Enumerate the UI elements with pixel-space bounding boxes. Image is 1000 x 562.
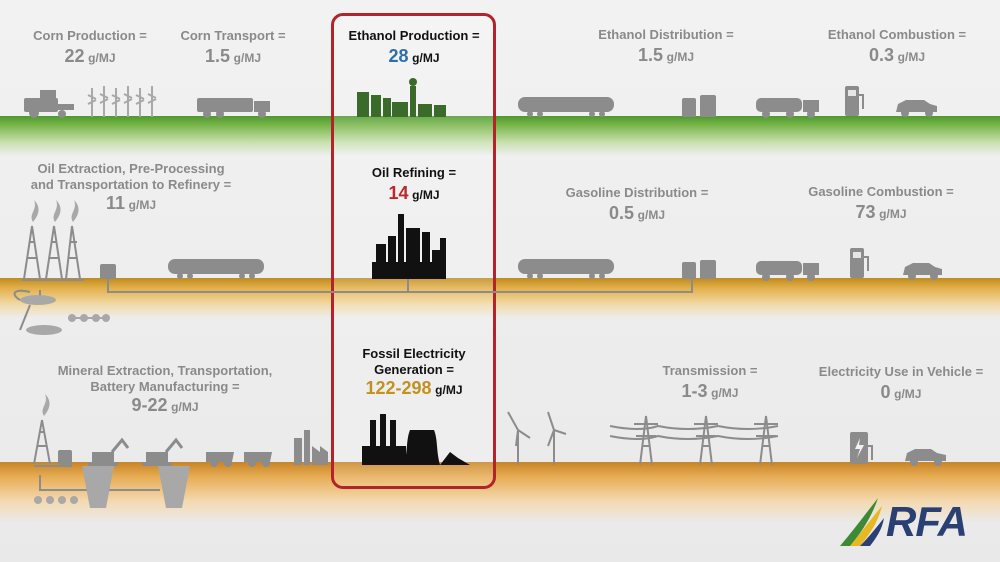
oil-refining-unit: g/MJ [412, 188, 440, 202]
ethanol-combustion-title: Ethanol Combustion = [827, 27, 967, 42]
ethanol-production-value: 28 [388, 46, 409, 66]
gasoline-combustion-unit: g/MJ [879, 207, 907, 221]
oil-extraction-title-line2: and Transportation to Refinery = [30, 177, 232, 192]
storage-tanks-icon [682, 260, 716, 279]
ethanol-plant-icon [357, 78, 446, 117]
fossil-generation-label: Fossil Electricity Generation = 122-298 … [334, 346, 494, 398]
rfa-logo: RFA [838, 496, 988, 548]
corn-production-value: 22 [64, 46, 85, 66]
transmission-label: Transmission = 1-3 g/MJ [640, 363, 780, 401]
oil-extraction-value: 11 [106, 193, 126, 213]
ethanol-combustion-unit: g/MJ [897, 50, 925, 64]
corn-transport-label: Corn Transport = 1.5 g/MJ [168, 28, 298, 66]
storage-tank-small-icon [58, 450, 72, 465]
gasoline-combustion-label: Gasoline Combustion = 73 g/MJ [796, 184, 966, 222]
factory-icon [294, 430, 328, 465]
gasoline-combustion-value: 73 [855, 202, 876, 222]
transmission-tower-icon [609, 415, 779, 466]
electricity-use-value: 0 [880, 382, 891, 402]
ethanol-ground-band [0, 116, 1000, 156]
corn-transport-unit: g/MJ [233, 51, 261, 65]
mineral-extraction-title-line1: Mineral Extraction, Transportation, [57, 363, 273, 378]
gasoline-combustion-title: Gasoline Combustion = [808, 184, 954, 199]
tank-car-icon [518, 259, 614, 279]
mineral-extraction-label: Mineral Extraction, Transportation, Batt… [40, 363, 290, 415]
oil-rig-icon [13, 225, 84, 331]
pipeline [107, 279, 693, 293]
oil-extraction-unit: g/MJ [128, 198, 156, 212]
corn-transport-title: Corn Transport = [180, 28, 286, 43]
transmission-title: Transmission = [662, 363, 758, 378]
combine-harvester-icon [24, 90, 74, 118]
corn-production-label: Corn Production = 22 g/MJ [20, 28, 160, 66]
storage-tanks-icon [682, 95, 716, 117]
electricity-use-title: Electricity Use in Vehicle = [818, 364, 984, 379]
oil-flames [31, 200, 79, 222]
mining-flame [42, 394, 50, 416]
mineral-extraction-title-line2: Battery Manufacturing = [90, 379, 240, 394]
ev-charger-icon [850, 432, 873, 464]
car-icon [905, 449, 946, 466]
ethanol-distribution-label: Ethanol Distribution = 1.5 g/MJ [586, 27, 746, 65]
mining-derrick-icon [33, 419, 160, 491]
electricity-use-label: Electricity Use in Vehicle = 0 g/MJ [806, 364, 996, 402]
ethanol-distribution-title: Ethanol Distribution = [598, 27, 734, 42]
corn-stalks-icon [87, 86, 157, 117]
gasoline-distribution-value: 0.5 [609, 203, 635, 223]
gasoline-ground-band [0, 278, 1000, 318]
car-icon [903, 263, 942, 280]
fossil-generation-title-line2: Generation = [374, 362, 454, 377]
ethanol-distribution-unit: g/MJ [666, 50, 694, 64]
wind-turbine-icon [507, 411, 567, 465]
mining-excavator-icon [88, 437, 184, 466]
storage-tank-small-icon [100, 264, 116, 279]
oil-extraction-title-line1: Oil Extraction, Pre-Processing [37, 161, 225, 176]
oil-refining-label: Oil Refining = 14 g/MJ [334, 165, 494, 203]
oil-reservoir [20, 295, 110, 335]
tanker-truck-icon [756, 98, 819, 118]
ethanol-combustion-value: 0.3 [869, 45, 895, 65]
oil-extraction-label: Oil Extraction, Pre-Processing and Trans… [16, 161, 246, 213]
corn-transport-value: 1.5 [205, 46, 231, 66]
corn-production-unit: g/MJ [88, 51, 116, 65]
tanker-truck-icon [756, 261, 819, 281]
power-plant-icon [362, 414, 470, 465]
fossil-generation-title-line1: Fossil Electricity [362, 346, 466, 361]
mine-pit [34, 466, 190, 508]
fuel-pump-icon [850, 248, 869, 278]
tank-car-icon [518, 97, 614, 117]
car-icon [896, 100, 937, 117]
gasoline-distribution-unit: g/MJ [637, 208, 665, 222]
mineral-extraction-value: 9-22 [131, 395, 168, 415]
mineral-extraction-unit: g/MJ [171, 400, 199, 414]
grain-truck-icon [197, 98, 270, 118]
ethanol-production-label: Ethanol Production = 28 g/MJ [334, 28, 494, 66]
transmission-value: 1-3 [681, 381, 708, 401]
ethanol-production-unit: g/MJ [412, 51, 440, 65]
fossil-generation-unit: g/MJ [435, 383, 463, 397]
gasoline-distribution-label: Gasoline Distribution = 0.5 g/MJ [552, 185, 722, 223]
ethanol-distribution-value: 1.5 [638, 45, 664, 65]
electricity-use-unit: g/MJ [894, 387, 922, 401]
corn-production-title: Corn Production = [33, 28, 147, 43]
ethanol-combustion-label: Ethanol Combustion = 0.3 g/MJ [812, 27, 982, 65]
fuel-pump-icon [845, 86, 864, 116]
gasoline-distribution-title: Gasoline Distribution = [565, 185, 709, 200]
rfa-logo-swoosh-icon [840, 498, 884, 546]
fossil-generation-value: 122-298 [365, 378, 432, 398]
ethanol-production-title: Ethanol Production = [348, 28, 480, 43]
transmission-unit: g/MJ [711, 386, 739, 400]
oil-refining-value: 14 [388, 183, 409, 203]
dump-truck-icon [206, 452, 272, 467]
rfa-logo-text: RFA [886, 498, 968, 545]
tank-car-icon [168, 259, 264, 279]
refinery-icon [372, 214, 446, 279]
oil-refining-title: Oil Refining = [371, 165, 457, 180]
